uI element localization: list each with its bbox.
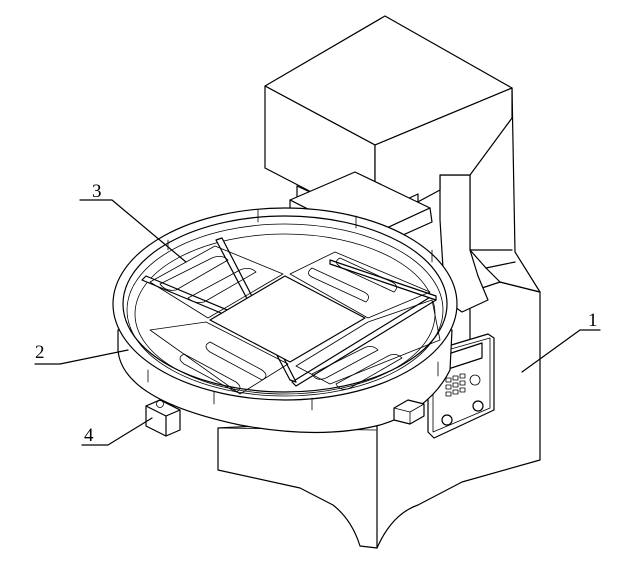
button-right: [472, 400, 484, 412]
leader-lines: [34, 199, 601, 446]
mold-fixture: [141, 237, 441, 395]
label-side-block: 4: [84, 425, 94, 446]
dial-knob: [469, 374, 481, 386]
side-block: [145, 399, 181, 437]
keypad: [445, 373, 466, 397]
ring-block: [393, 399, 425, 425]
label-rotary-table: 2: [35, 342, 45, 363]
label-mold-fixture: 3: [92, 181, 102, 202]
label-machine-frame: 1: [588, 310, 598, 331]
button-left: [441, 414, 453, 426]
